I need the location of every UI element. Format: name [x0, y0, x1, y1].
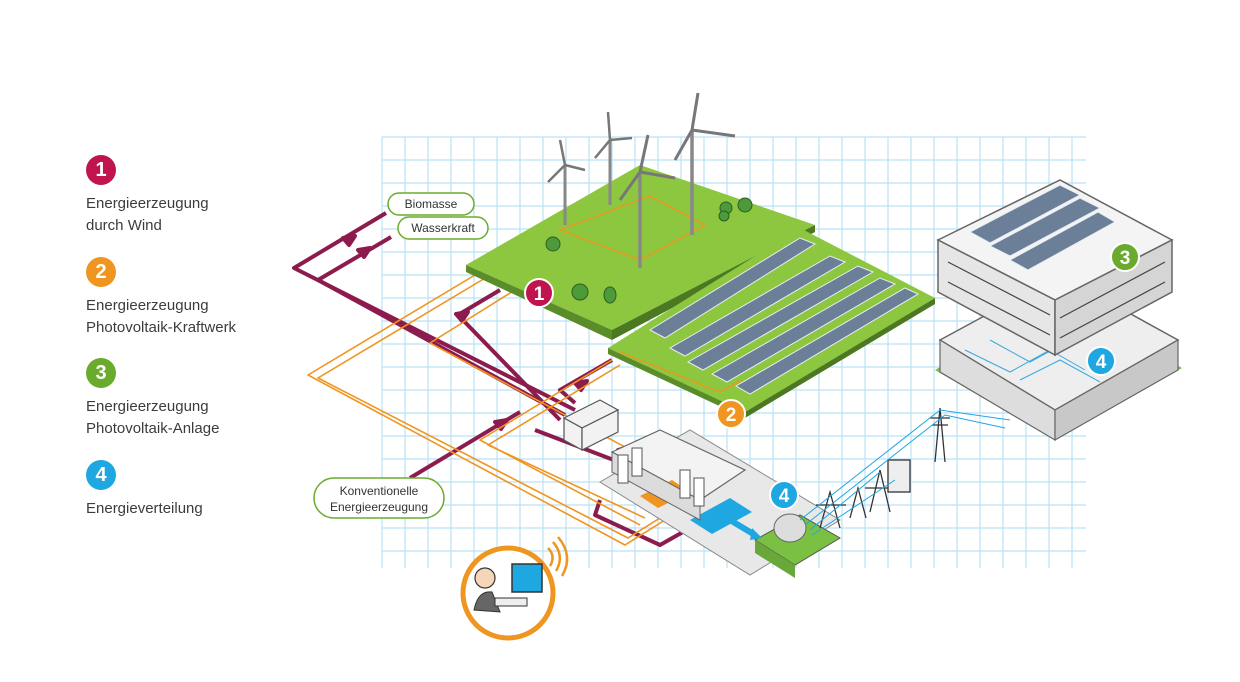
legend-text-wind: Energieerzeugung durch Wind [86, 193, 209, 237]
legend-text-distribution: Energieverteilung [86, 498, 203, 520]
legend-line2: Photovoltaik-Kraftwerk [86, 319, 237, 336]
legend-item-pv-system: 3 Energieerzeugung Photovoltaik-Anlage [86, 358, 219, 440]
label-wasserkraft-text: Wasserkraft [411, 221, 475, 235]
legend-item-wind: 1 Energieerzeugung durch Wind [86, 155, 209, 237]
legend-badge-4: 4 [86, 460, 116, 490]
legend-line2: Photovoltaik-Anlage [86, 420, 220, 437]
badge-pv-plant-number: 2 [726, 405, 737, 426]
legend-badge-1: 1 [86, 155, 116, 185]
tree-icon [545, 197, 753, 304]
legend-badge-3: 3 [86, 358, 116, 388]
legend-badge-2: 2 [86, 257, 116, 287]
badge-distribution-building: 4 [1086, 346, 1116, 376]
label-wasserkraft: Wasserkraft [397, 216, 489, 240]
badge-wind: 1 [524, 278, 554, 308]
wind-turbine-icon [547, 92, 736, 268]
legend-item-distribution: 4 Energieverteilung [86, 460, 203, 520]
office-building [935, 179, 1182, 442]
legend-line1: Energieerzeugung [86, 297, 209, 314]
legend-line1: Energieerzeugung [86, 195, 209, 212]
legend-line2: durch Wind [86, 217, 162, 234]
badge-distribution-building-number: 4 [1096, 352, 1107, 373]
label-konventionelle-line2: Energieerzeugung [330, 500, 428, 514]
solar-panel-icon [968, 184, 1117, 271]
legend-item-pv-plant: 2 Energieerzeugung Photovoltaik-Kraftwer… [86, 257, 236, 339]
legend-line1: Energieverteilung [86, 500, 203, 517]
label-konventionelle-line1: Konventionelle [340, 484, 419, 498]
badge-pv-system: 3 [1110, 242, 1140, 272]
energy-pipes [292, 211, 691, 547]
legend-line1: Energieerzeugung [86, 398, 209, 415]
label-konventionelle: Konventionelle Energieerzeugung [313, 477, 445, 519]
legend-text-pv-system: Energieerzeugung Photovoltaik-Anlage [86, 396, 219, 440]
label-biomasse: Biomasse [387, 192, 475, 216]
wireless-signal-icon [547, 536, 569, 577]
operator-workstation-icon [460, 545, 556, 641]
label-biomasse-text: Biomasse [405, 197, 458, 211]
power-plant-dome [754, 513, 841, 578]
badge-distribution-datacenter: 4 [769, 480, 799, 510]
data-center [562, 399, 841, 578]
badge-pv-system-number: 3 [1120, 248, 1131, 269]
transmission-tower-icon [799, 407, 1011, 536]
badge-wind-number: 1 [534, 284, 545, 305]
legend-text-pv-plant: Energieerzeugung Photovoltaik-Kraftwerk [86, 295, 236, 339]
badge-distribution-datacenter-number: 4 [779, 486, 790, 507]
pv-power-plant [608, 228, 935, 418]
badge-pv-plant: 2 [716, 399, 746, 429]
solar-panel-icon [648, 237, 920, 395]
